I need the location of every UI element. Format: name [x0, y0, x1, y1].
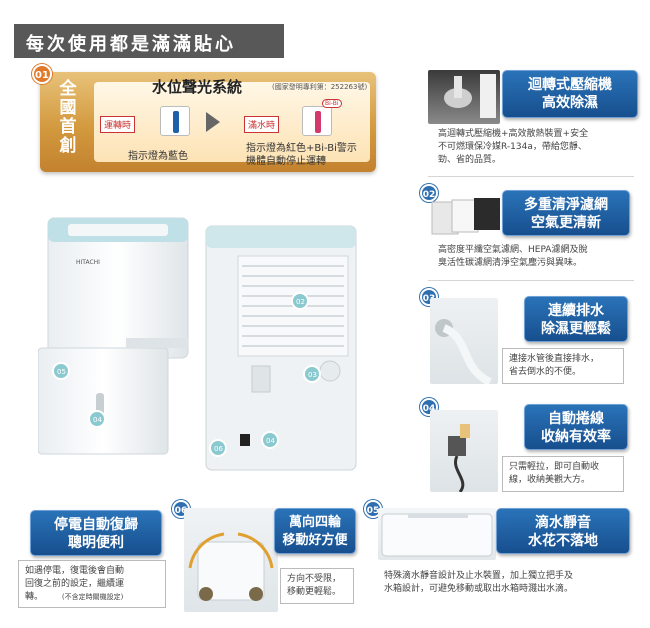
drain-title-line2: 除濕更輕鬆	[541, 321, 611, 337]
dehumidifier-back-image: 02 03 04 06	[205, 225, 357, 471]
badge-01: 01	[32, 64, 52, 84]
compressor-title: 迴轉式壓縮機 高效除濕	[502, 70, 638, 118]
filter-title-line1: 多重清淨濾網	[524, 197, 608, 213]
caster-wheel-icon	[188, 532, 274, 601]
compressor-desc-line3: 勁、省的品質。	[438, 155, 502, 165]
power-desc-line1: 如遇停電，復電後會自動	[25, 566, 125, 576]
side-label-char: 首	[59, 117, 77, 137]
cord-title: 自動捲線 收納有效率	[524, 404, 628, 450]
cord-photo	[430, 410, 498, 492]
cord-title-line1: 自動捲線	[548, 411, 604, 427]
drain-photo	[430, 298, 498, 384]
power-plug-icon	[448, 424, 470, 492]
compressor-desc-line1: 高迴轉式壓縮機+高效散熱裝置+安全	[438, 129, 589, 139]
dehumidifier-front-image: HITACHI 05 04	[38, 217, 189, 455]
compressor-desc-line2: 不可燃環保冷媒R-134a，帶給您靜、	[438, 142, 587, 152]
red-caption-line1: 指示燈為紅色+Bi-Bi警示	[246, 143, 357, 154]
wheels-title-line1: 萬向四輪	[288, 515, 341, 530]
side-label-char: 創	[59, 136, 77, 156]
running-tag: 運轉時	[100, 116, 136, 133]
power-title-line2: 聰明便利	[68, 535, 124, 551]
page-title: 每次使用都是滿滿貼心	[26, 34, 236, 55]
divider	[428, 176, 634, 177]
red-indicator-icon	[302, 106, 332, 136]
cord-desc-line2: 線，收納美觀大方。	[509, 475, 591, 485]
cord-desc-line1: 只需輕拉，即可自動收	[509, 462, 600, 472]
tank-title-line2: 水花不落地	[528, 533, 598, 549]
drain-desc-line1: 連接水管後直接排水，	[509, 354, 600, 364]
wheels-desc: 方向不受限， 移動更輕鬆。	[280, 568, 354, 604]
patent-note: (國家發明專利第：252263號)	[272, 83, 368, 91]
callout-02: 02	[296, 298, 305, 306]
bibi-alert: Bi-Bi	[322, 99, 342, 108]
callout-05: 05	[57, 368, 66, 376]
compressor-title-line2: 高效除濕	[542, 95, 598, 111]
tank-title: 滴水靜音 水花不落地	[496, 508, 630, 554]
callout-06: 06	[214, 445, 223, 453]
wheels-desc-line2: 移動更輕鬆。	[287, 587, 342, 597]
brand-logo: HITACHI	[76, 259, 100, 266]
filter-photo	[430, 196, 502, 238]
side-label-char: 國	[59, 98, 77, 118]
compressor-title-line1: 迴轉式壓縮機	[528, 77, 612, 93]
filter-desc: 高密度平纖空氣濾網、HEPA濾網及脫 臭活性碳濾網清淨空氣塵污與異味。	[438, 244, 587, 270]
callout-03: 03	[308, 371, 317, 379]
compressor-desc: 高迴轉式壓縮機+高效散熱裝置+安全 不可燃環保冷媒R-134a，帶給您靜、 勁、…	[438, 128, 588, 167]
compressor-photo	[428, 70, 500, 124]
nationwide-first-label: 全 國 首 創	[48, 80, 88, 156]
callout-04-back: 04	[266, 437, 275, 445]
wheels-title: 萬向四輪 移動好方便	[274, 508, 356, 554]
header-banner: 每次使用都是滿滿貼心	[14, 24, 284, 58]
tank-desc: 特殊滴水靜音設計及止水裝置，加上獨立把手及 水箱設計，可避免移動或取出水箱時濺出…	[384, 570, 573, 596]
power-desc-line2: 回復之前的設定，繼續運	[25, 579, 125, 589]
filter-desc-line1: 高密度平纖空氣濾網、HEPA濾網及脫	[438, 245, 588, 255]
power-title-line1: 停電自動復歸	[54, 517, 138, 533]
divider	[428, 280, 634, 281]
callout-04-front: 04	[93, 416, 102, 424]
wheels-desc-line1: 方向不受限，	[287, 574, 342, 584]
tank-desc-line2: 水箱設計，可避免移動或取出水箱時濺出水滴。	[384, 584, 574, 594]
full-tag: 滿水時	[244, 116, 280, 133]
badge-02: 02	[420, 184, 438, 202]
drain-desc: 連接水管後直接排水， 省去倒水的不便。	[502, 348, 624, 384]
cord-title-line2: 收納有效率	[541, 429, 611, 445]
wheels-title-line2: 移動好方便	[282, 533, 348, 548]
tank-title-line1: 滴水靜音	[535, 515, 591, 531]
compressor-icon	[444, 74, 496, 118]
water-level-title: 水位聲光系統	[152, 78, 243, 96]
water-tank-icon	[381, 513, 493, 557]
filter-desc-line2: 臭活性碳濾網清淨空氣塵污與異味。	[438, 258, 583, 268]
cord-desc: 只需輕拉，即可自動收 線，收納美觀大方。	[502, 456, 624, 492]
drain-title: 連續排水 除濕更輕鬆	[524, 296, 628, 342]
drain-title-line1: 連續排水	[548, 303, 604, 319]
filter-title: 多重清淨濾網 空氣更清新	[502, 190, 630, 236]
arrow-right-icon	[206, 112, 220, 132]
power-desc: 如遇停電，復電後會自動 回復之前的設定，繼續運 轉。 (不含定時關機設定)	[18, 560, 166, 608]
drain-hose-icon	[435, 319, 492, 384]
blue-caption: 指示燈為藍色	[128, 151, 188, 162]
wheels-photo	[184, 508, 278, 612]
blue-indicator-icon	[160, 106, 190, 136]
filter-title-line2: 空氣更清新	[531, 215, 601, 231]
tank-desc-line1: 特殊滴水靜音設計及止水裝置，加上獨立把手及	[384, 571, 574, 581]
filter-icon	[431, 198, 500, 235]
power-note: (不含定時關機設定)	[61, 593, 124, 601]
side-label-char: 全	[59, 79, 77, 99]
drain-desc-line2: 省去倒水的不便。	[509, 367, 582, 377]
power-desc-line3: 轉。	[25, 592, 44, 602]
red-caption-line2: 機體自動停止運轉	[246, 156, 326, 167]
tank-photo	[378, 508, 496, 560]
power-title: 停電自動復歸 聰明便利	[30, 510, 162, 556]
